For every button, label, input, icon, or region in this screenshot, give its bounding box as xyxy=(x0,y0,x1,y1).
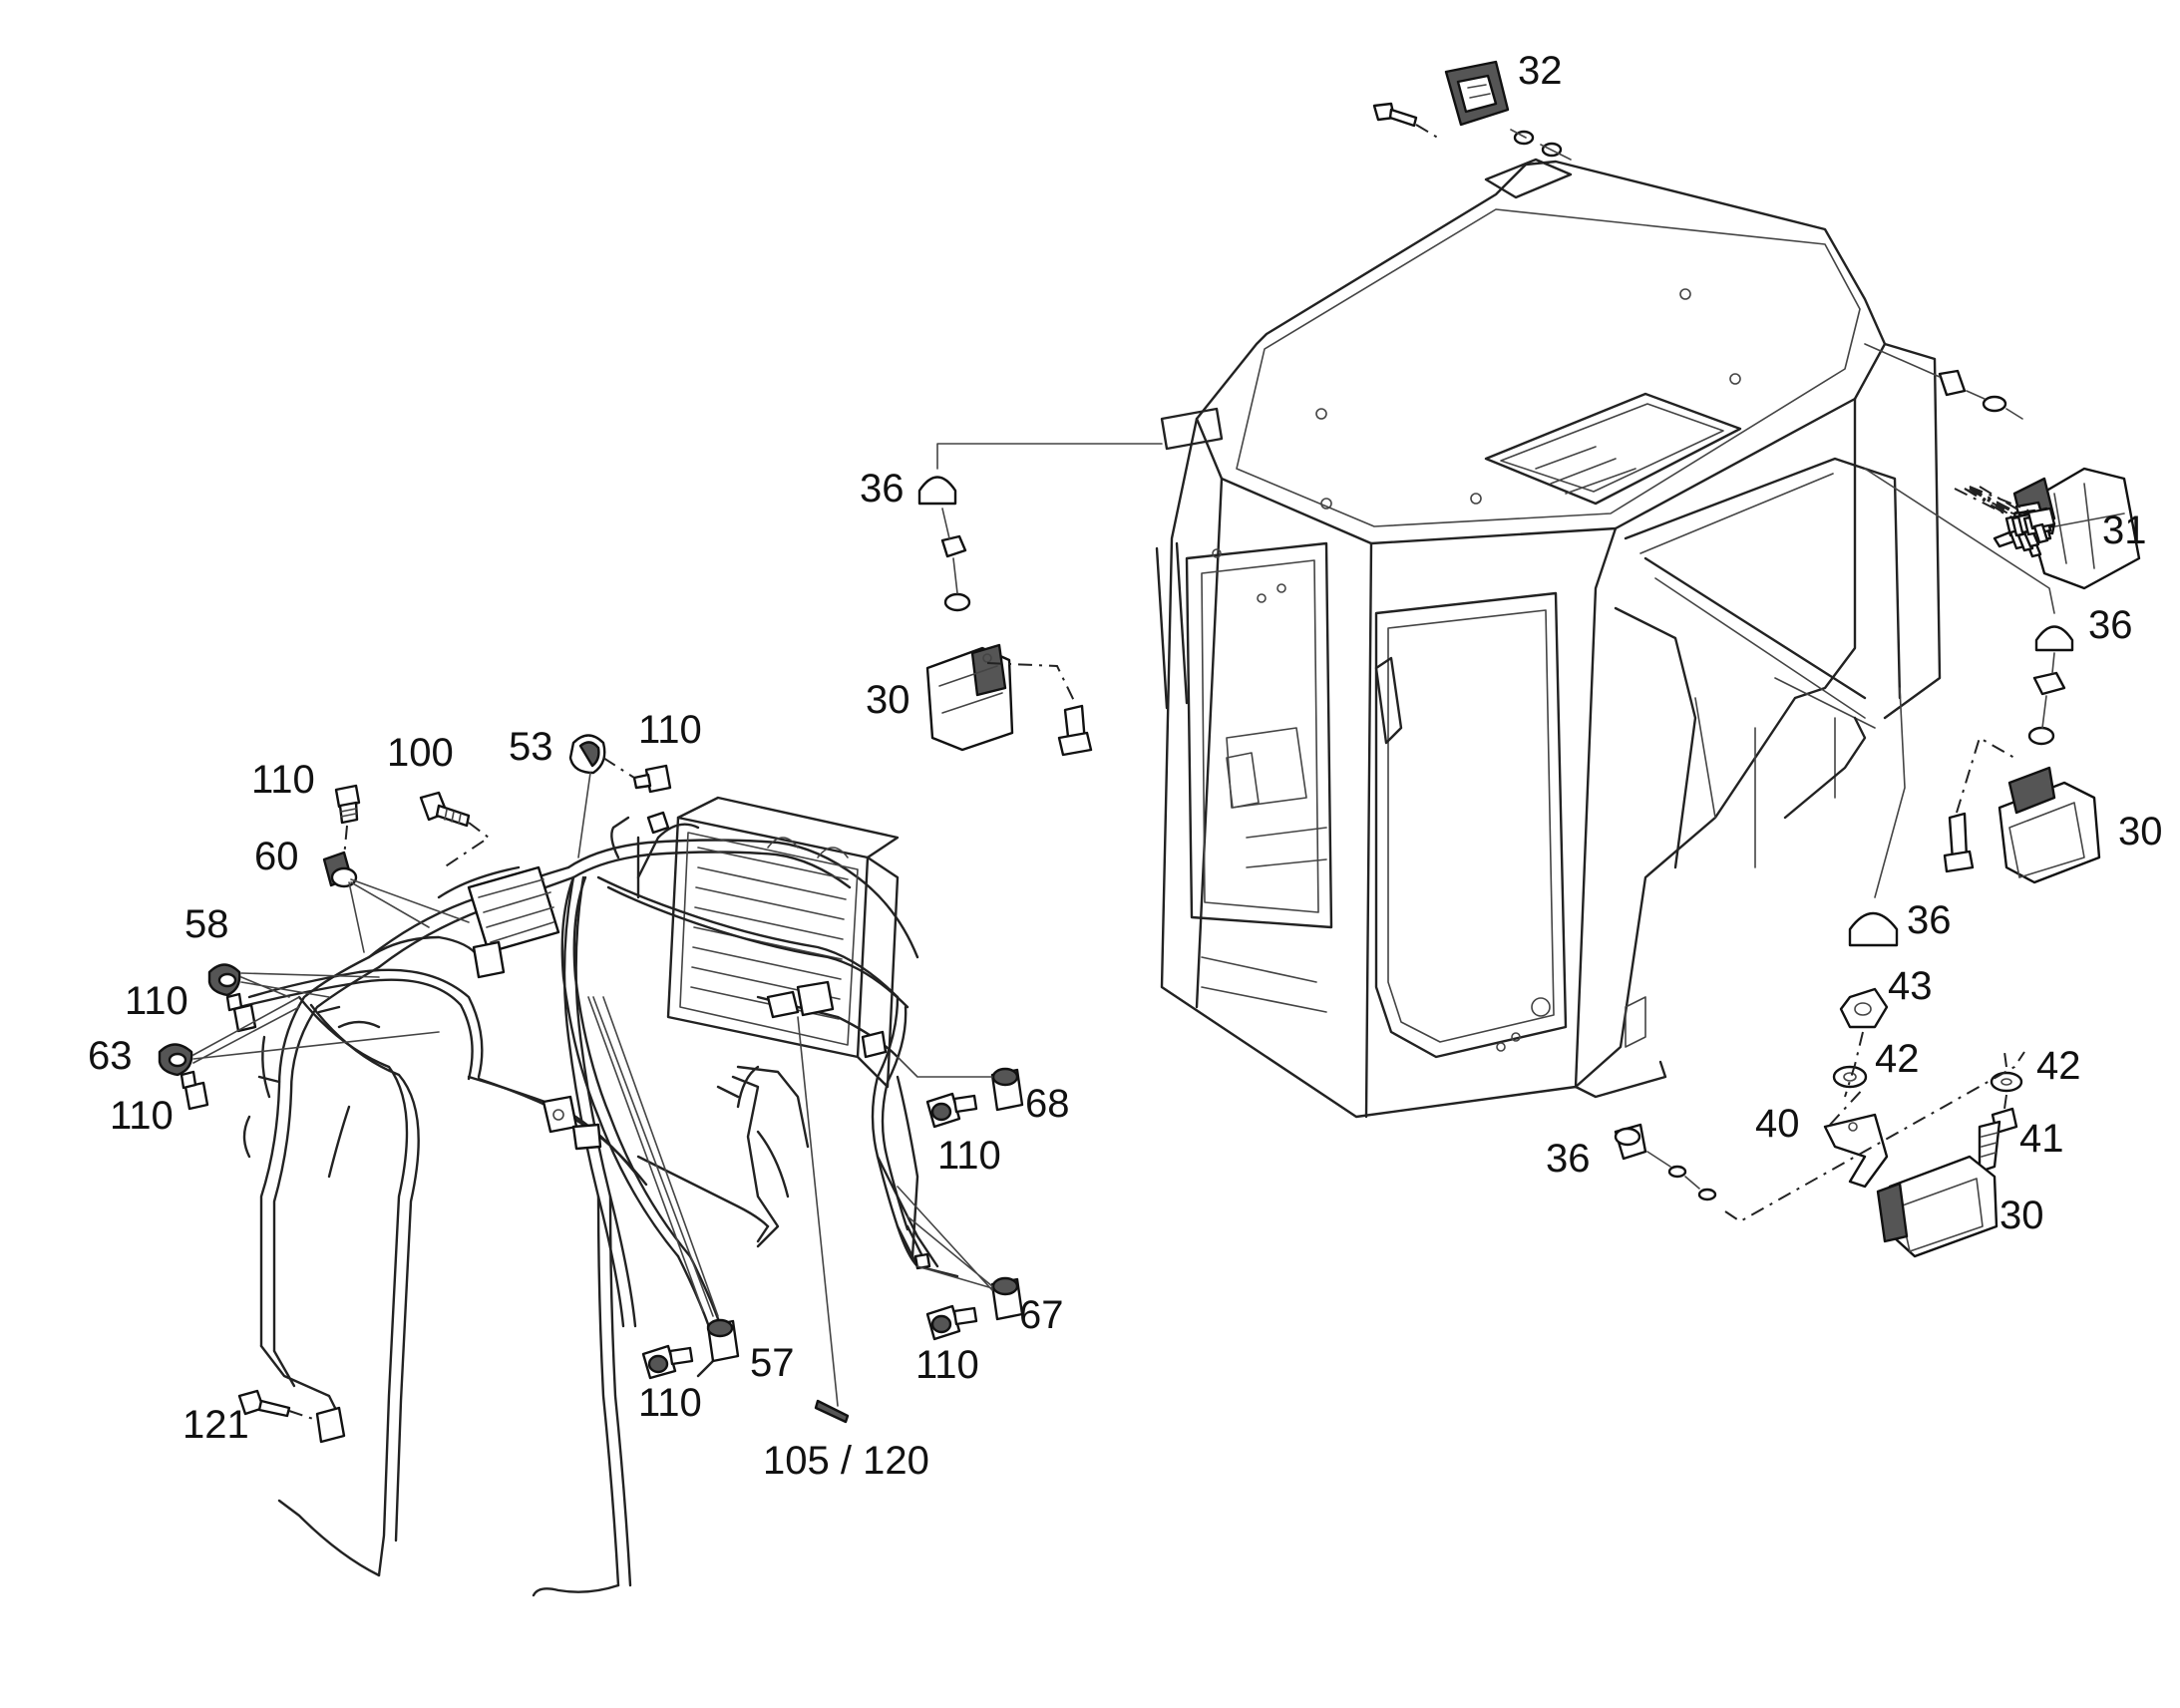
work-lamp-30-lower xyxy=(1876,1155,1998,1258)
screw-110-58 xyxy=(225,992,257,1033)
callout-36-left: 36 xyxy=(860,467,905,511)
screw-110-68 xyxy=(925,1092,978,1129)
work-lamp-30-left xyxy=(925,643,1014,752)
washer-42-left xyxy=(1832,1065,1868,1089)
callout-30-lower: 30 xyxy=(1999,1194,2044,1237)
nut-36-left xyxy=(940,534,971,612)
wiring-harness xyxy=(237,796,959,1597)
cap-36-lower xyxy=(1848,911,1899,947)
bolt-30-left xyxy=(1057,704,1093,757)
callout-41: 41 xyxy=(2019,1117,2064,1161)
grommet-68 xyxy=(990,1067,1024,1112)
nut-31 xyxy=(1938,369,2007,413)
callout-110-67: 110 xyxy=(915,1343,979,1387)
callout-110-57: 110 xyxy=(638,1381,702,1425)
bolt-31-visible xyxy=(2026,507,2056,544)
callout-30-right: 30 xyxy=(2118,810,2163,854)
clamp-53 xyxy=(568,734,606,775)
bolt-41 xyxy=(1978,1107,2018,1174)
cab-frame xyxy=(1155,158,1942,1119)
screw-110-top xyxy=(334,784,361,825)
callout-36-right-upper: 36 xyxy=(2088,603,2133,647)
callout-58: 58 xyxy=(184,902,229,946)
clip-58 xyxy=(207,963,241,997)
bolt-121 xyxy=(237,1389,291,1418)
cap-36-small xyxy=(1614,1123,1647,1161)
callout-42-left: 42 xyxy=(1875,1037,1920,1081)
callout-121: 121 xyxy=(182,1403,249,1447)
callout-60: 60 xyxy=(254,835,299,878)
callout-68: 68 xyxy=(1025,1082,1070,1126)
cap-36-left xyxy=(917,476,957,506)
callout-110-63: 110 xyxy=(110,1094,174,1138)
callout-63: 63 xyxy=(88,1034,133,1078)
callout-53: 53 xyxy=(509,725,553,769)
callout-40: 40 xyxy=(1755,1102,1800,1146)
work-lamp-31 xyxy=(2012,467,2141,590)
bracket-40 xyxy=(1823,1113,1889,1189)
callout-110-53: 110 xyxy=(638,708,702,752)
callout-36-lower: 36 xyxy=(1907,898,1952,942)
clip-63 xyxy=(158,1043,193,1077)
grommet-67 xyxy=(990,1276,1024,1321)
callout-110-58: 110 xyxy=(125,979,188,1023)
callout-57: 57 xyxy=(750,1341,795,1385)
bolt-30-right xyxy=(1943,812,1975,873)
screw-110-63 xyxy=(180,1070,209,1111)
callout-36-small: 36 xyxy=(1546,1137,1591,1181)
nut-36-right xyxy=(2027,671,2066,746)
callout-43: 43 xyxy=(1888,964,1933,1008)
callout-67: 67 xyxy=(1019,1293,1064,1337)
cap-36-right xyxy=(2034,625,2074,652)
cable-tie-105-120 xyxy=(814,1399,850,1424)
nut-36-small xyxy=(1667,1165,1717,1201)
callout-31: 31 xyxy=(2102,509,2147,552)
clip-60 xyxy=(322,851,358,888)
bolt-100 xyxy=(419,791,471,828)
bracket-121 xyxy=(315,1406,346,1444)
screw-110-57 xyxy=(641,1344,694,1380)
callout-42-right: 42 xyxy=(2036,1044,2081,1088)
grommet-57 xyxy=(706,1318,740,1363)
callout-100: 100 xyxy=(387,731,454,775)
callout-30-left: 30 xyxy=(866,678,910,722)
work-lamp-30-right xyxy=(1998,766,2101,884)
screw-110-67 xyxy=(925,1304,978,1341)
callout-32: 32 xyxy=(1518,49,1563,93)
work-lamp-32 xyxy=(1444,60,1510,127)
callout-105-120: 105 / 120 xyxy=(763,1439,929,1483)
callout-110-68: 110 xyxy=(937,1134,1001,1178)
bolt-32 xyxy=(1372,102,1418,128)
washer-42-right xyxy=(1990,1071,2023,1093)
screw-110-53 xyxy=(632,764,672,794)
callout-110-top: 110 xyxy=(251,758,315,802)
nut-43 xyxy=(1839,987,1889,1029)
